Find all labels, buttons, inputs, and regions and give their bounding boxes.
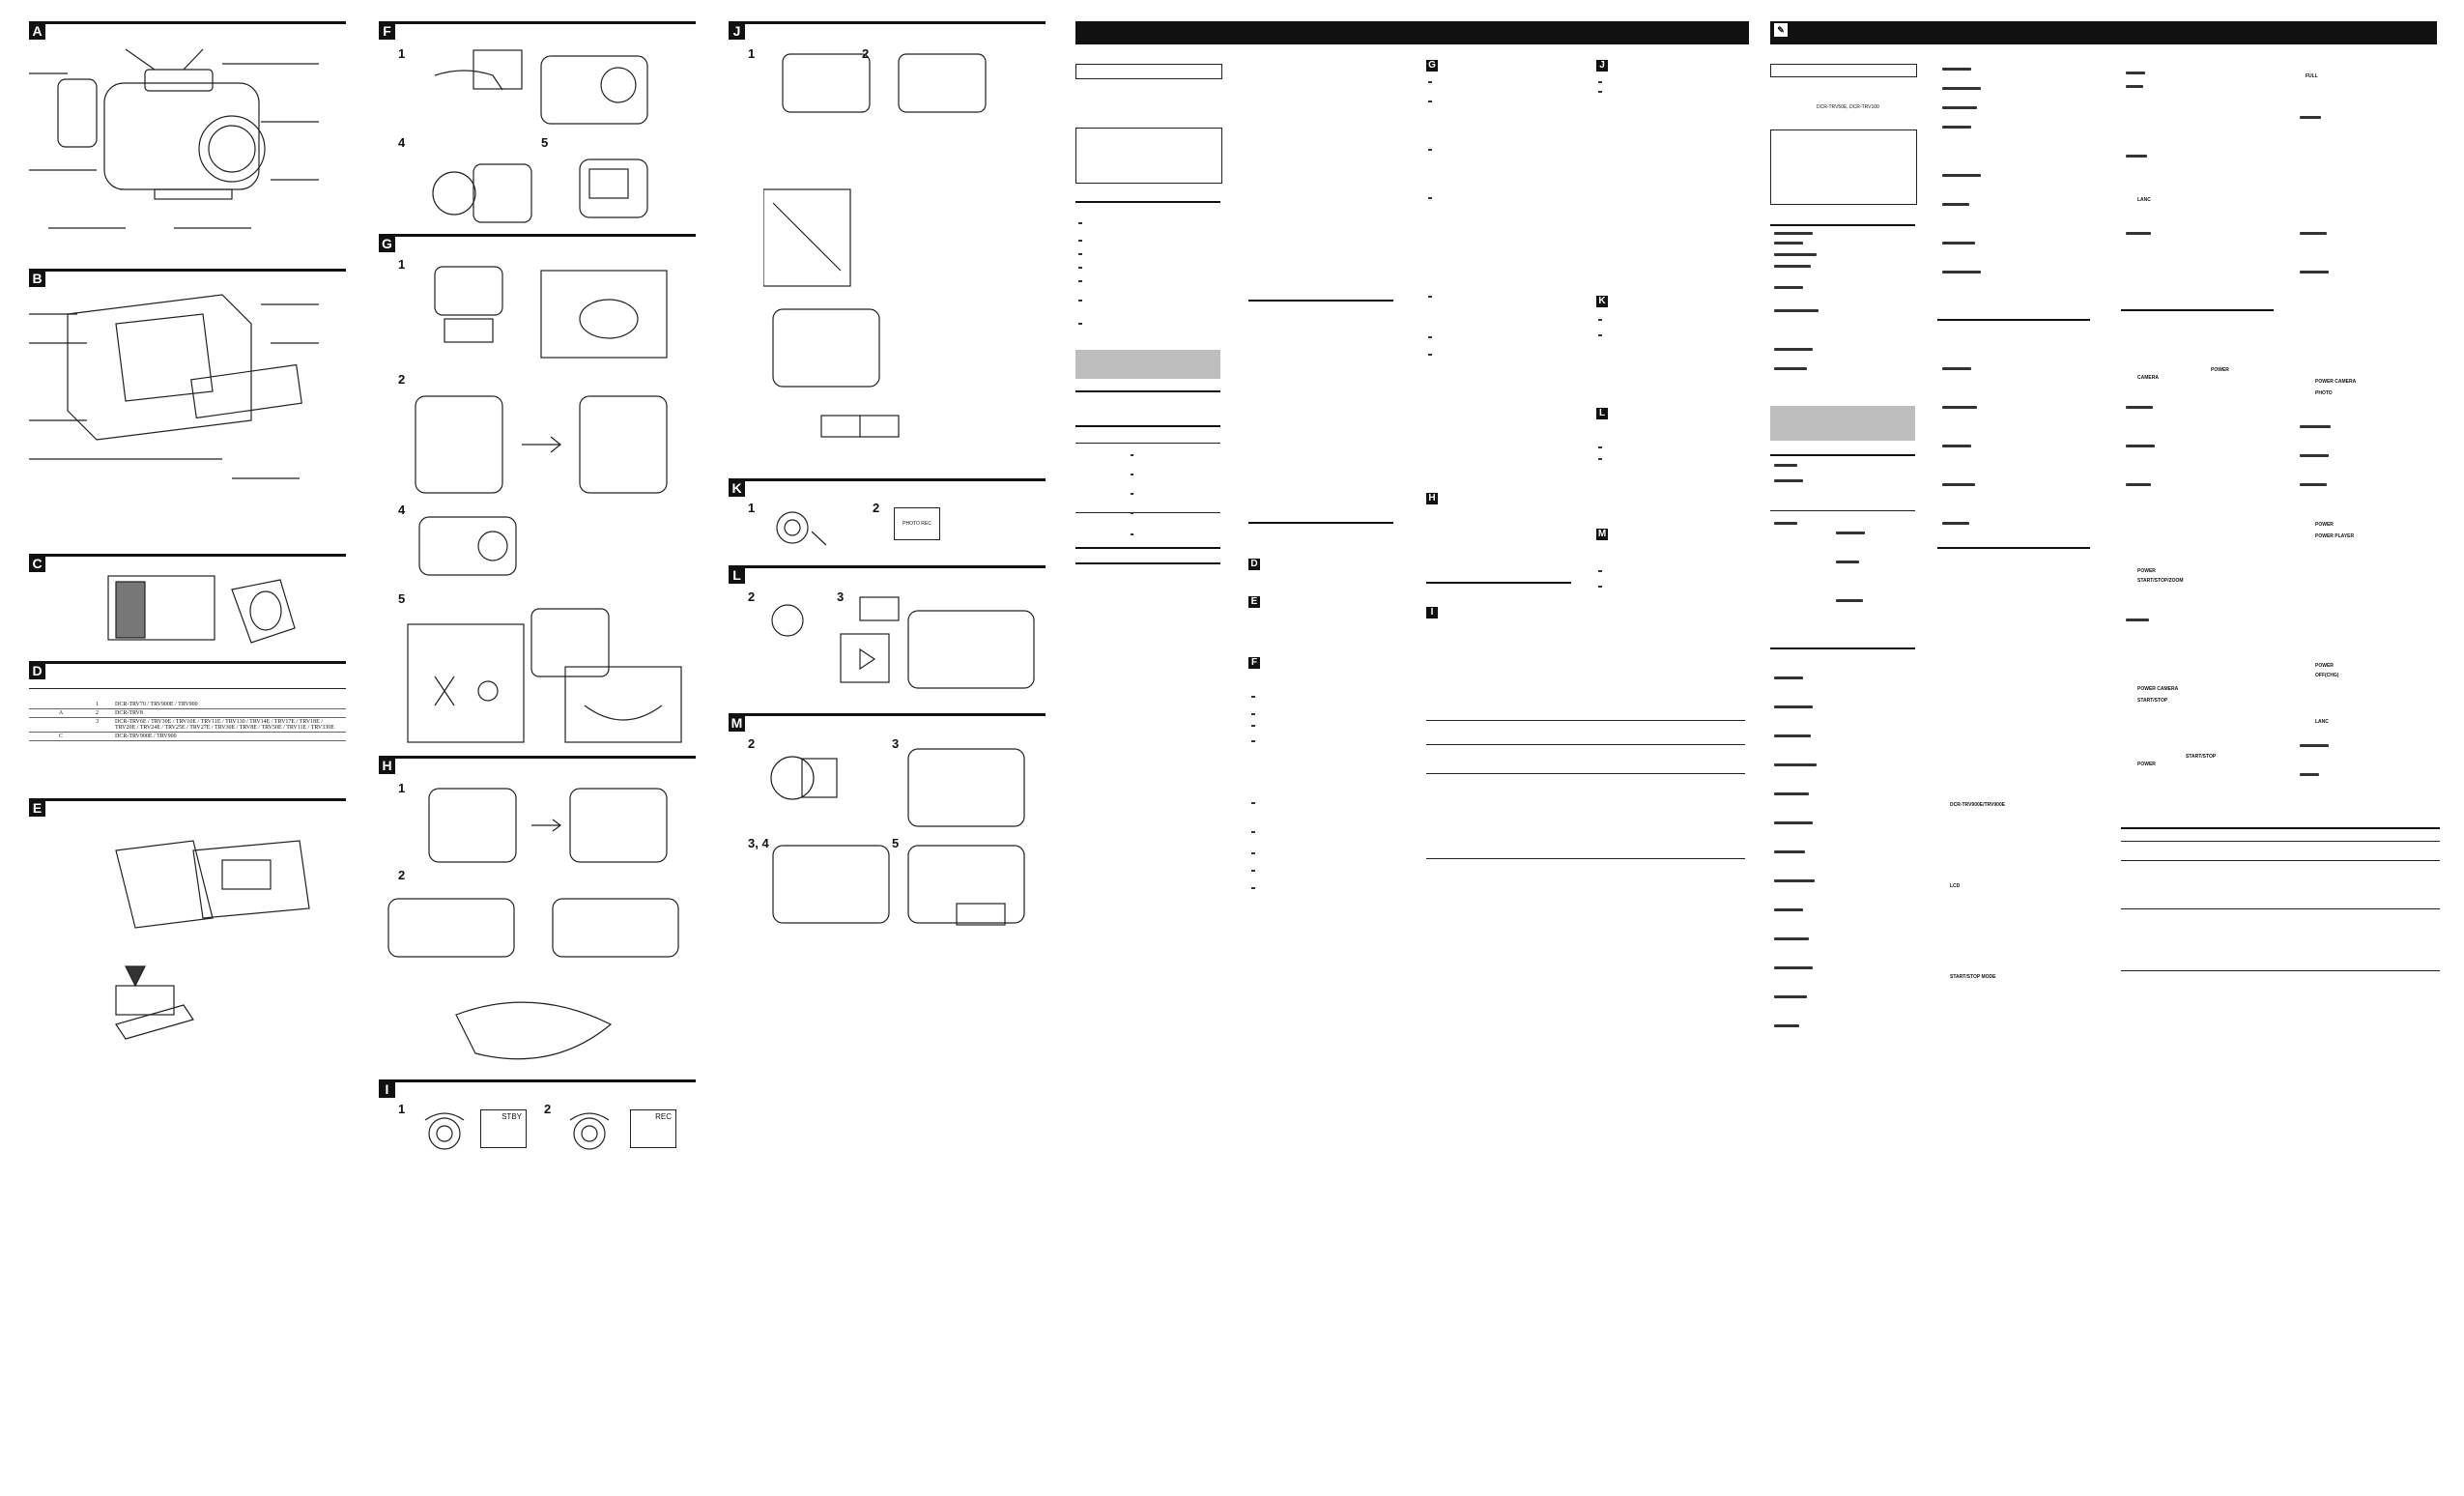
section-badge-c: C	[29, 556, 45, 572]
step-number: 3, 4	[748, 836, 769, 850]
jp-label: START/STOP/ZOOM	[2137, 578, 2184, 584]
jp-label: LANC	[2315, 719, 2329, 725]
section-badge-b: B	[29, 271, 45, 287]
jp-label: POWER	[2211, 367, 2229, 373]
power-dial-icon	[763, 503, 841, 551]
figure-g1-battery	[425, 261, 676, 367]
step-number: 2	[748, 736, 756, 751]
jp-label: POWER PLAYER	[2315, 533, 2355, 539]
step-number: 1	[398, 257, 406, 272]
step-number: 2	[398, 868, 406, 882]
section-badge-h: H	[1426, 493, 1438, 504]
section-badge-g: G	[379, 236, 395, 252]
step-number: 2	[873, 501, 880, 515]
step-number: 1	[398, 46, 406, 61]
jp-label: DCR-TRV900E/TRV900E	[1950, 802, 2006, 808]
step-number: 1	[398, 1102, 406, 1116]
figure-g5-seal-check	[406, 599, 686, 744]
section-badge-a: A	[29, 23, 45, 40]
figure-m-remove	[763, 739, 1044, 942]
figure-f1-strap	[425, 46, 686, 133]
figure-b-open-case	[29, 285, 348, 488]
step-number: 2	[862, 46, 870, 61]
photo-rec-button: PHOTO REC	[894, 507, 940, 540]
figure-h2-strap	[379, 879, 698, 1073]
jp-label: START/STOP	[2137, 698, 2168, 704]
jp-label: POWER	[2315, 663, 2334, 669]
step-number: 2	[748, 590, 756, 604]
section-badge-j: J	[729, 23, 745, 40]
section-badge-d: D	[29, 663, 45, 679]
jp-label: FULL	[2306, 73, 2318, 79]
step-number: 4	[398, 503, 406, 517]
step-number: 1	[748, 501, 756, 515]
figure-f4-lens-ring	[425, 145, 676, 232]
section-badge-e: E	[29, 800, 45, 817]
jp-label: START/STOP	[2186, 754, 2217, 760]
section-badge-l: L	[729, 567, 745, 584]
section-badge-i: I	[1426, 607, 1438, 619]
section-badge-e: E	[1248, 596, 1260, 608]
jp-label: PHOTO	[2315, 390, 2333, 396]
step-number: 3	[837, 590, 845, 604]
section-badge-h: H	[379, 758, 395, 774]
step-number: 5	[892, 836, 900, 850]
figure-a-marine-pack	[29, 44, 348, 238]
jp-label: POWER CAMERA	[2137, 686, 2179, 692]
jp-label: LCD	[1950, 883, 1961, 889]
section-badge-g: G	[1426, 60, 1438, 72]
figure-h1-grip	[425, 783, 676, 870]
model-line: DCR-TRV50E, DCR-TRV100	[1817, 104, 1879, 110]
section-badge-f: F	[379, 23, 395, 40]
jp-label: LANC	[2137, 197, 2151, 203]
figure-l-playback	[763, 591, 1044, 698]
lcd-stby: STBY	[480, 1109, 527, 1148]
jp-label: POWER	[2315, 522, 2334, 528]
section-badge-d: D	[1248, 559, 1260, 570]
step-number: 5	[541, 135, 549, 150]
figure-e-battery-tray	[106, 821, 319, 1053]
section-badge-k: K	[1596, 296, 1608, 307]
flag-icon: ✎	[1774, 23, 1788, 37]
step-number: 1	[748, 46, 756, 61]
lcd-rec: REC	[630, 1109, 676, 1148]
section-badge-m: M	[1596, 529, 1608, 540]
section-badge-f: F	[1248, 657, 1260, 669]
jp-label: CAMERA	[2137, 375, 2159, 381]
jp-label: POWER CAMERA	[2315, 379, 2357, 385]
figure-c-seal	[106, 570, 300, 647]
section-badge-j: J	[1596, 60, 1608, 72]
step-number: 2	[398, 372, 406, 387]
section-badge-i: I	[379, 1081, 395, 1098]
jp-label: OFF(CHG)	[2315, 673, 2339, 678]
step-number: 2	[544, 1102, 552, 1116]
power-dial-icon	[415, 1107, 473, 1155]
jp-label: POWER	[2137, 762, 2156, 767]
section-badge-l: L	[1596, 408, 1608, 419]
power-dial-icon	[560, 1107, 618, 1155]
figure-g4-camera	[415, 507, 522, 594]
step-number: 5	[398, 591, 406, 606]
jp-label: START/STOP MODE	[1950, 974, 1996, 980]
jp-label: POWER	[2137, 568, 2156, 574]
figure-g2-close-lid	[396, 387, 686, 503]
section-badge-m: M	[729, 715, 745, 732]
step-number: 3	[892, 736, 900, 751]
step-number: 4	[398, 135, 406, 150]
section-badge-k: K	[729, 480, 745, 497]
figure-j-lcd	[762, 48, 1005, 454]
step-number: 1	[398, 781, 406, 795]
